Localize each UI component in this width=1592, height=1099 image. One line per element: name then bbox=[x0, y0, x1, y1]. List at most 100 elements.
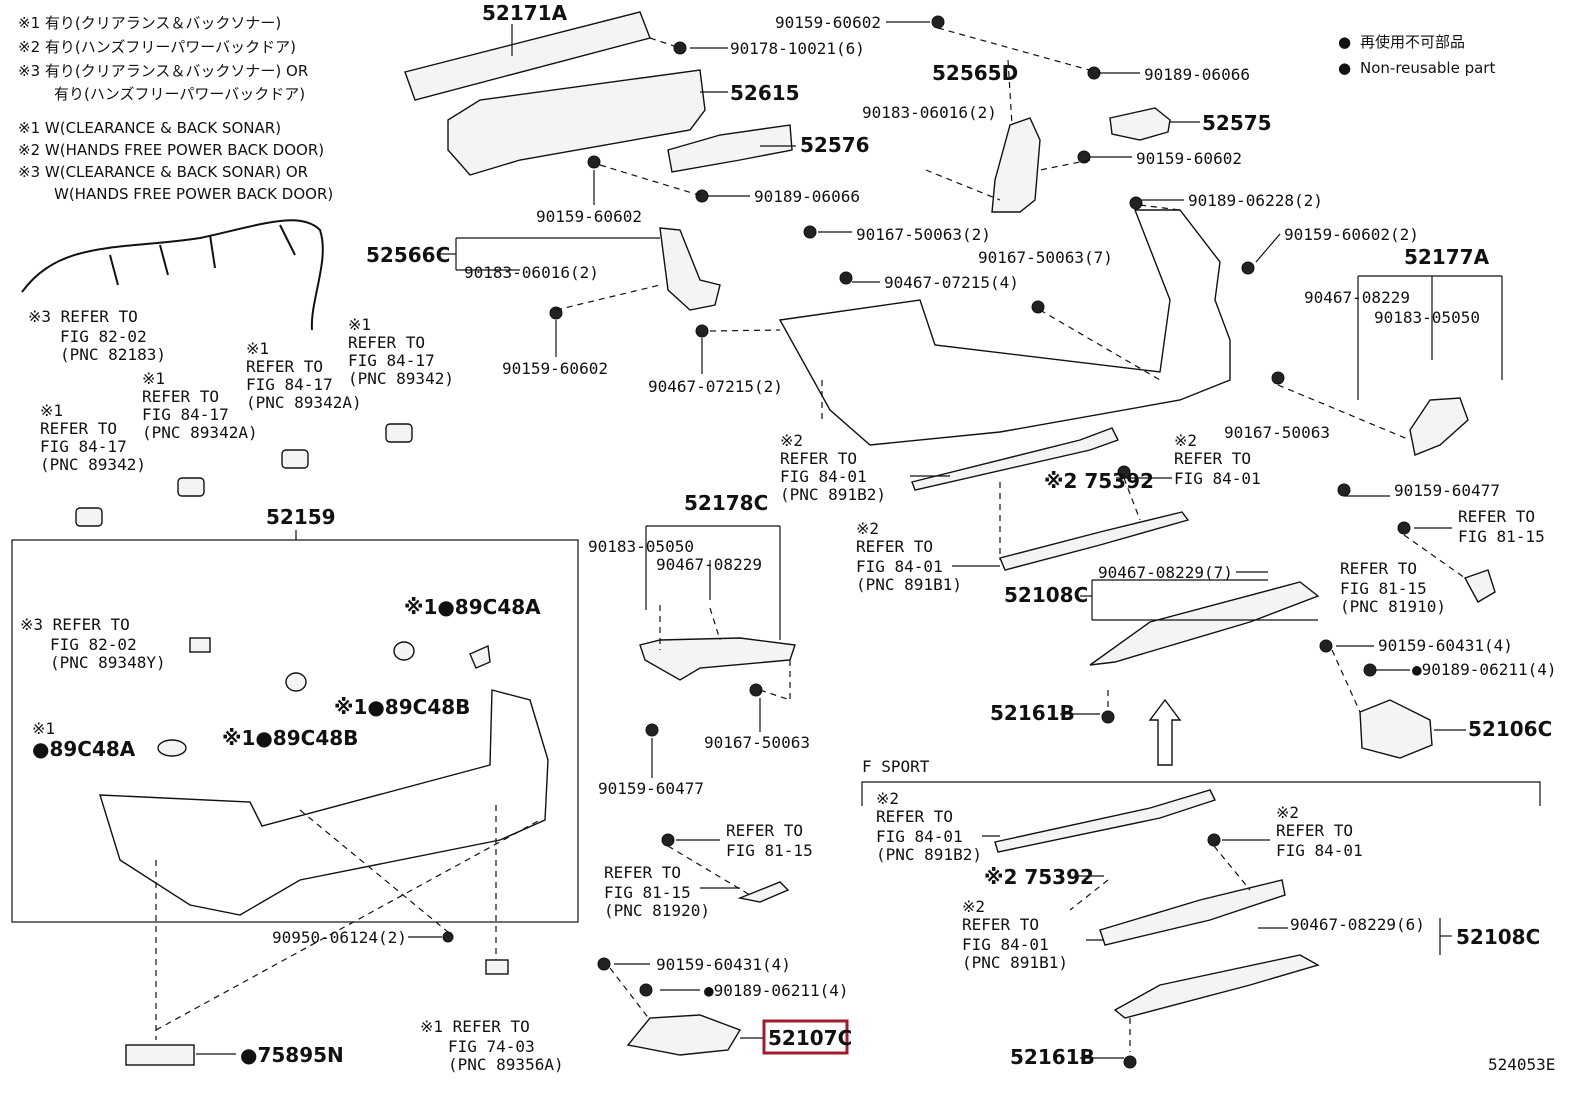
refer-line: ※1 bbox=[142, 369, 165, 388]
clip-shape-19 bbox=[749, 683, 763, 697]
note-ja-3: ※3 有り(クリアランス＆バックソナー) OR bbox=[18, 62, 308, 80]
part-label-52161b-fsport[interactable]: 52161B bbox=[1010, 1045, 1095, 1069]
refer-line: ※1 bbox=[246, 339, 269, 358]
part-label-89c48b-left[interactable]: ※1●89C48B bbox=[222, 726, 358, 750]
refer-891b1-fsport[interactable]: ※2 REFER TO FIG 84-01 (PNC 891B1) bbox=[962, 897, 1068, 972]
refer-81-15-center[interactable]: REFER TO FIG 81-15 bbox=[726, 821, 813, 860]
part-label-52161b-upper[interactable]: 52161B bbox=[990, 701, 1075, 725]
part-label-90167-50063-7[interactable]: 90167-50063(7) bbox=[978, 248, 1113, 267]
part-label-89c48b-right[interactable]: ※1●89C48B bbox=[334, 695, 470, 719]
part-label-75392-upper[interactable]: ※2 75392 bbox=[1044, 469, 1154, 493]
refer-89356a[interactable]: ※1 REFER TO FIG 74-03 (PNC 89356A) bbox=[420, 1017, 564, 1074]
refer-84-01-upper-right[interactable]: ※2 REFER TO FIG 84-01 bbox=[1174, 431, 1261, 488]
part-label-90189-06066-top[interactable]: 90189-06066 bbox=[1144, 65, 1250, 84]
refer-line: ※1 bbox=[348, 315, 371, 334]
part-label-90467-07215-4[interactable]: 90467-07215(4) bbox=[884, 273, 1019, 292]
part-label-90159-60602-2[interactable]: 90159-60602(2) bbox=[1284, 225, 1419, 244]
part-label-52565d[interactable]: 52565D bbox=[932, 61, 1018, 85]
part-label-90189-06066-b[interactable]: 90189-06066 bbox=[754, 187, 860, 206]
part-label-90159-60431-b[interactable]: 90159-60431(4) bbox=[656, 955, 791, 974]
refer-891b2-fsport[interactable]: ※2 REFER TO FIG 84-01 (PNC 891B2) bbox=[876, 789, 982, 864]
part-label-52576[interactable]: 52576 bbox=[800, 133, 870, 157]
refer-89342a-right[interactable]: ※1 REFER TO FIG 84-17 (PNC 89342A) bbox=[246, 339, 362, 412]
refer-82183[interactable]: ※3 REFER TO FIG 82-02 (PNC 82183) bbox=[28, 307, 166, 364]
part-label-75392-fsport[interactable]: ※2 75392 bbox=[984, 865, 1094, 889]
part-labels[interactable]: 52171A 90178-10021(6) 90159-60602 90189-… bbox=[32, 1, 1557, 1074]
part-label-90159-60602-c[interactable]: 90159-60602 bbox=[536, 207, 642, 226]
part-label-89c48a-left-mark[interactable]: ※1 bbox=[32, 719, 55, 738]
clip-shape-7 bbox=[1129, 196, 1143, 210]
part-label-90159-60477-b[interactable]: 90159-60477 bbox=[598, 779, 704, 798]
part-label-52106c[interactable]: 52106C bbox=[1468, 717, 1552, 741]
part-label-52615[interactable]: 52615 bbox=[730, 81, 800, 105]
clip-shape-13 bbox=[695, 324, 709, 338]
part-label-90950-06124[interactable]: 90950-06124(2) bbox=[272, 928, 407, 947]
part-label-90467-08229-a[interactable]: 90467-08229 bbox=[1304, 288, 1410, 307]
part-label-90159-60477-a[interactable]: 90159-60477 bbox=[1394, 481, 1500, 500]
part-label-52108c-fsport[interactable]: 52108C bbox=[1456, 925, 1540, 949]
refer-891b1-upper[interactable]: ※2 REFER TO FIG 84-01 (PNC 891B1) bbox=[856, 519, 962, 594]
part-label-90167-50063-a[interactable]: 90167-50063 bbox=[1224, 423, 1330, 442]
part-label-90467-07215-2[interactable]: 90467-07215(2) bbox=[648, 377, 783, 396]
part-label-52159[interactable]: 52159 bbox=[266, 505, 336, 529]
part-label-52171a[interactable]: 52171A bbox=[482, 1, 568, 25]
refer-line: (PNC 891B2) bbox=[780, 485, 886, 504]
retainer-52575-shape bbox=[1109, 107, 1171, 141]
refer-89348y[interactable]: ※3 REFER TO FIG 82-02 (PNC 89348Y) bbox=[20, 615, 166, 672]
part-label-90467-08229-b[interactable]: 90467-08229 bbox=[656, 555, 762, 574]
refer-81-15-top-right[interactable]: REFER TO FIG 81-15 bbox=[1458, 507, 1545, 546]
reflector-81910-shape bbox=[1463, 569, 1496, 603]
part-label-90159-60602-b[interactable]: 90159-60602 bbox=[1136, 149, 1242, 168]
refer-89342a-left[interactable]: ※1 REFER TO FIG 84-17 (PNC 89342A) bbox=[142, 369, 258, 442]
side-retainer-52566c-shape bbox=[659, 227, 721, 311]
note-en-3: ※3 W(CLEARANCE & BACK SONAR) OR bbox=[18, 163, 308, 181]
refer-line: (PNC 89356A) bbox=[448, 1055, 564, 1074]
part-label-90183-06016-a[interactable]: 90183-06016(2) bbox=[862, 103, 997, 122]
spoiler-52108c-fsport-shape bbox=[1113, 954, 1320, 1019]
part-label-90467-08229-7[interactable]: 90467-08229(7) bbox=[1098, 563, 1233, 582]
refer-line: REFER TO bbox=[1174, 449, 1251, 468]
part-label-52575[interactable]: 52575 bbox=[1202, 111, 1272, 135]
refer-line: ※2 bbox=[1276, 803, 1299, 822]
refer-89342-right[interactable]: ※1 REFER TO FIG 84-17 (PNC 89342) bbox=[348, 315, 454, 388]
energy-absorber-shape bbox=[447, 69, 706, 176]
part-label-52107c[interactable]: 52107C bbox=[768, 1026, 852, 1050]
holder-89c48b-1-shape bbox=[285, 672, 307, 692]
part-label-90189-06211-a[interactable]: ●90189-06211(4) bbox=[1412, 660, 1557, 679]
refer-81920[interactable]: REFER TO FIG 81-15 (PNC 81920) bbox=[604, 863, 710, 920]
part-label-52177a[interactable]: 52177A bbox=[1404, 245, 1490, 269]
refer-81910[interactable]: REFER TO FIG 81-15 (PNC 81910) bbox=[1340, 559, 1446, 616]
part-label-90167-50063-b[interactable]: 90167-50063 bbox=[704, 733, 810, 752]
part-label-89c48a-left[interactable]: ●89C48A bbox=[32, 737, 136, 761]
refer-line: ※2 bbox=[1174, 431, 1197, 450]
part-label-52108c-upper[interactable]: 52108C bbox=[1004, 583, 1088, 607]
part-label-90183-05050-a[interactable]: 90183-05050 bbox=[1374, 308, 1480, 327]
wire-harness-shape bbox=[21, 219, 324, 331]
sensor-891b2-upper-shape bbox=[911, 427, 1119, 491]
spoiler-52108c-upper-shape bbox=[1089, 581, 1320, 666]
part-label-52566c[interactable]: 52566C bbox=[366, 243, 450, 267]
refer-line: ※1 bbox=[40, 401, 63, 420]
part-label-90183-05050-b[interactable]: 90183-05050 bbox=[588, 537, 694, 556]
refer-line: (PNC 81920) bbox=[604, 901, 710, 920]
part-label-90183-06016-b[interactable]: 90183-06016(2) bbox=[464, 263, 599, 282]
refer-891b2-upper[interactable]: ※2 REFER TO FIG 84-01 (PNC 891B2) bbox=[780, 431, 886, 504]
part-label-89c48a-right[interactable]: ※1●89C48A bbox=[404, 595, 541, 619]
refer-89342-left[interactable]: ※1 REFER TO FIG 84-17 (PNC 89342) bbox=[40, 401, 146, 474]
refer-line: (PNC 89342A) bbox=[142, 423, 258, 442]
part-label-90467-08229-6[interactable]: 90467-08229(6) bbox=[1290, 915, 1425, 934]
part-label-90189-06211-b[interactable]: ●90189-06211(4) bbox=[704, 981, 849, 1000]
refer-line: REFER TO bbox=[604, 863, 681, 882]
part-label-52178c[interactable]: 52178C bbox=[684, 491, 768, 515]
part-label-75895n[interactable]: ●75895N bbox=[240, 1043, 344, 1067]
part-label-90159-60431-a[interactable]: 90159-60431(4) bbox=[1378, 636, 1513, 655]
refer-84-01-fsport-right[interactable]: ※2 REFER TO FIG 84-01 bbox=[1276, 803, 1363, 860]
part-label-90159-60602-top[interactable]: 90159-60602 bbox=[775, 13, 881, 32]
refer-to-blocks[interactable]: ※3 REFER TO FIG 82-02 (PNC 82183) ※1 REF… bbox=[20, 307, 1545, 1074]
note-en-4: W(HANDS FREE POWER BACK DOOR) bbox=[54, 185, 333, 203]
part-label-90167-50063-2[interactable]: 90167-50063(2) bbox=[856, 225, 991, 244]
part-label-90189-06228[interactable]: 90189-06228(2) bbox=[1188, 191, 1323, 210]
clip-shape-23 bbox=[597, 957, 611, 971]
part-label-90159-60602-d[interactable]: 90159-60602 bbox=[502, 359, 608, 378]
part-label-90178-10021[interactable]: 90178-10021(6) bbox=[730, 39, 865, 58]
